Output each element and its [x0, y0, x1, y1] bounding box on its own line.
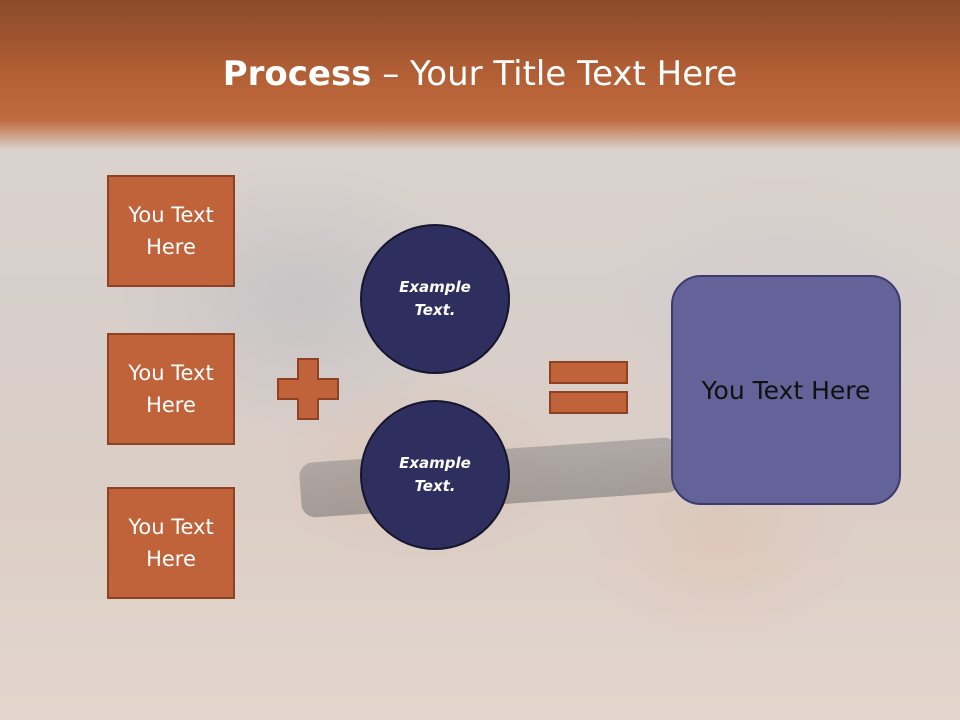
left-box-1[interactable]: You Text Here: [107, 175, 235, 287]
example-circle-1[interactable]: Example Text.: [360, 224, 510, 374]
result-box[interactable]: You Text Here: [671, 275, 901, 505]
title-bar: [0, 0, 960, 150]
left-box-2[interactable]: You Text Here: [107, 333, 235, 445]
left-box-3[interactable]: You Text Here: [107, 487, 235, 599]
example-circle-2[interactable]: Example Text.: [360, 400, 510, 550]
slide-title[interactable]: Process – Your Title Text Here: [0, 50, 960, 98]
title-bold: Process: [222, 54, 372, 94]
equals-icon: [549, 361, 628, 414]
plus-icon: [277, 358, 339, 420]
title-rest: – Your Title Text Here: [371, 54, 738, 94]
